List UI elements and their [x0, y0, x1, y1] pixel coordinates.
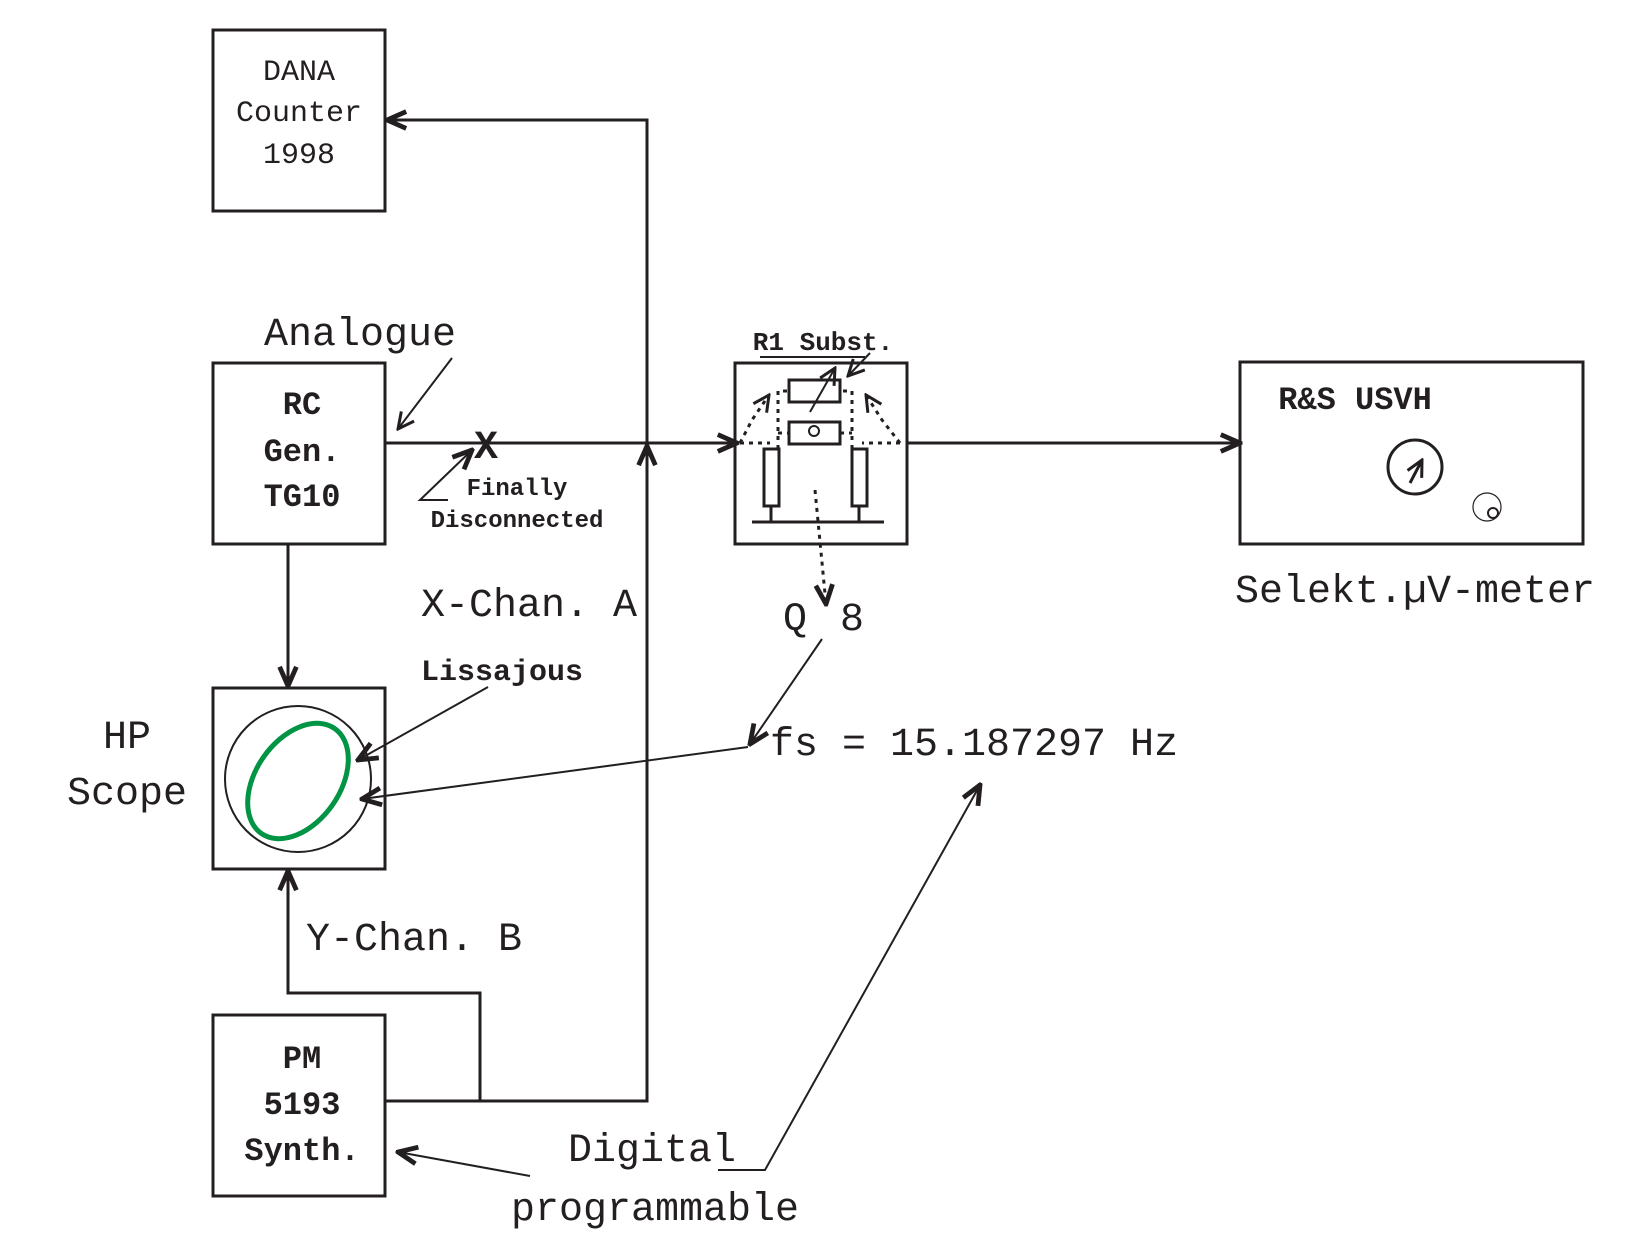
counter-line3: 1998: [263, 139, 335, 173]
meter-caption: Selekt.µV-meter: [1235, 570, 1595, 615]
synth-line2: 5193: [264, 1087, 341, 1124]
digital-to-fs-arrow: [718, 785, 980, 1171]
counter-line2: Counter: [236, 97, 362, 131]
substitution-label: R1 Subst.: [753, 328, 893, 358]
knob-icon: [1472, 492, 1502, 522]
scope-device: [211, 686, 387, 871]
disconnect-pointer-arrow: [417, 450, 472, 501]
fs-to-scope-arrow: [362, 746, 749, 799]
q-value: 8: [840, 598, 864, 643]
analogue-label: Analogue: [264, 313, 456, 358]
potentiometer-icon: [787, 378, 842, 404]
synth-line1: PM: [283, 1041, 321, 1078]
scope-line2: Scope: [67, 772, 187, 817]
finally-label: Finally: [467, 476, 568, 503]
synth-to-scope-y-wire: [288, 871, 482, 1101]
q-dotted-arrow: [813, 489, 826, 604]
lissajous-ellipse-icon: [245, 720, 351, 842]
fs-readout: fs = 15.187297 Hz: [770, 723, 1178, 768]
rc-gen-line3: TG10: [264, 479, 341, 516]
disconnected-label: Disconnected: [431, 508, 604, 535]
analogue-pointer-arrow: [398, 357, 453, 429]
left-resistor-icon: [762, 447, 781, 508]
subst-label-pointer: [848, 352, 871, 376]
counter-line1: DANA: [263, 56, 335, 90]
substitution-device: [733, 361, 909, 546]
q-to-fs-arrow: [750, 638, 823, 744]
synthesizer-device: PM 5193 Synth.: [211, 1013, 387, 1198]
rc-gen-line1: RC: [283, 387, 321, 424]
knob-dot-icon: [1487, 507, 1499, 519]
synth-to-counter-wire: [385, 120, 649, 1103]
programmable-label: programmable: [511, 1188, 799, 1233]
microvolt-meter-device: R&S USVH: [1238, 360, 1585, 546]
right-resistor-icon: [850, 447, 869, 508]
disconnect-mark: X: [474, 426, 498, 471]
scope-line1: HP: [103, 716, 151, 761]
digital-label: Digital: [568, 1129, 736, 1174]
dial-needle-icon: [1410, 460, 1422, 484]
lissajous-label: Lissajous: [421, 656, 583, 690]
q-label: Q: [783, 598, 807, 643]
rc-gen-line2: Gen.: [264, 434, 341, 471]
potentiometer-wiper-icon: [809, 368, 835, 413]
rc-generator-device: RC Gen. TG10: [211, 361, 387, 546]
meter-title: R&S USVH: [1278, 382, 1432, 419]
synth-line3: Synth.: [244, 1133, 359, 1170]
x-channel-label: X-Chan. A: [421, 584, 637, 629]
coil-icon: [808, 425, 820, 437]
scope-screen-icon: [224, 705, 372, 853]
counter-device: DANA Counter 1998: [211, 28, 387, 213]
dial-icon: [1386, 438, 1444, 496]
digital-pointer-arrow: [398, 1152, 531, 1177]
y-channel-label: Y-Chan. B: [306, 918, 522, 963]
lissajous-pointer-arrow: [358, 686, 489, 760]
